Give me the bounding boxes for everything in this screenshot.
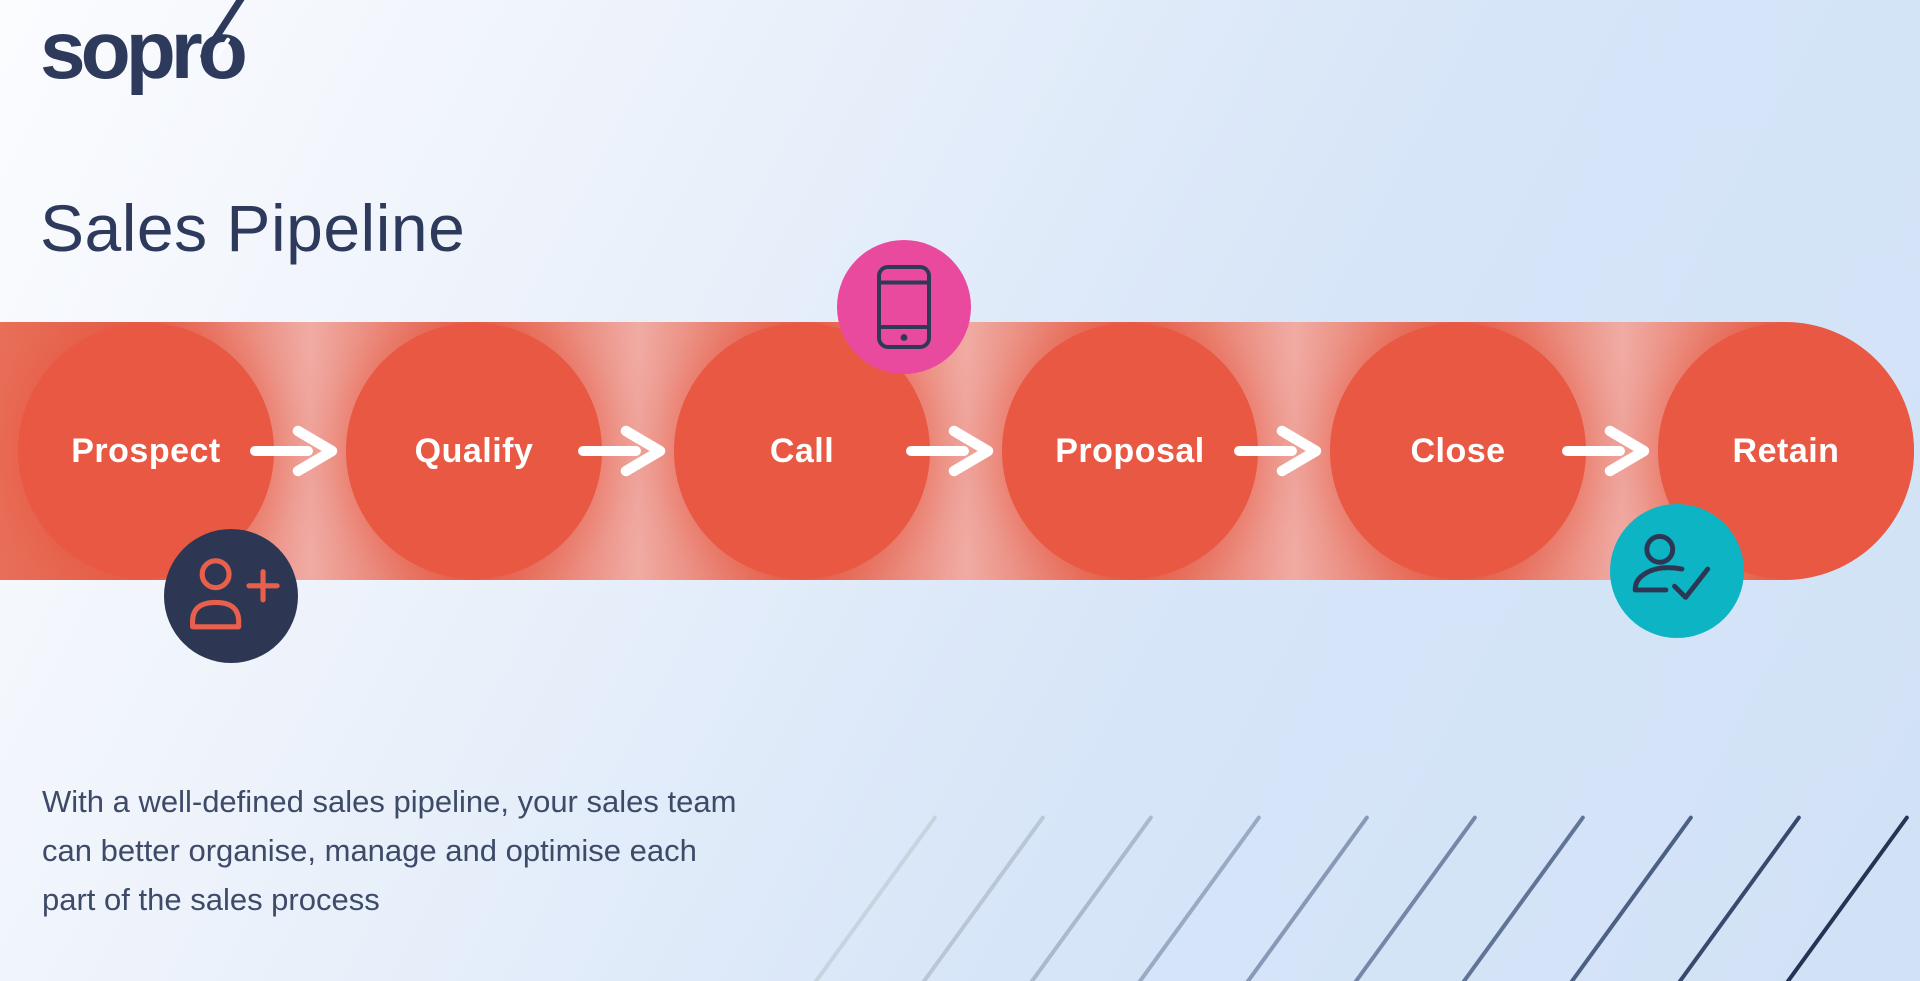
- diagonal-line: [1129, 814, 1262, 981]
- arrow-right-icon: [1562, 423, 1654, 479]
- page-title: Sales Pipeline: [40, 191, 466, 266]
- diagonal-line: [1345, 814, 1478, 981]
- diagonal-line: [1021, 814, 1154, 981]
- logo-rocket-o-icon: o: [198, 4, 248, 98]
- prospect-badge: [164, 529, 298, 663]
- retain-badge: [1610, 504, 1744, 638]
- stage-label: Close: [1410, 431, 1506, 470]
- stage-label: Proposal: [1055, 431, 1205, 470]
- diagonal-line: [913, 814, 1046, 981]
- stage-circle-proposal: Proposal: [1002, 323, 1258, 579]
- arrow-right-icon: [250, 423, 342, 479]
- stage-circle-qualify: Qualify: [346, 323, 602, 579]
- person-plus-icon: [190, 558, 280, 630]
- logo-text: sopr: [40, 5, 203, 96]
- arrow-right-icon: [1234, 423, 1326, 479]
- sopro-logo: sopro: [40, 4, 248, 98]
- diagonal-line: [1777, 814, 1910, 981]
- diagonal-line: [1237, 814, 1370, 981]
- diagonal-line: [805, 814, 938, 981]
- stage-label: Qualify: [414, 431, 534, 470]
- diagonal-line: [1561, 814, 1694, 981]
- stage-circle-close: Close: [1330, 323, 1586, 579]
- arrow-right-icon: [906, 423, 998, 479]
- arrow-right-icon: [578, 423, 670, 479]
- diagonal-line: [1669, 814, 1802, 981]
- person-check-icon: [1632, 533, 1711, 600]
- call-badge: [837, 240, 971, 374]
- pipeline-band: Prospect Qualify Call Proposal Close Ret…: [0, 322, 1914, 580]
- stage-label: Call: [769, 431, 835, 470]
- phone-icon: [877, 265, 931, 349]
- diagonal-line: [1453, 814, 1586, 981]
- description-text: With a well-defined sales pipeline, your…: [42, 784, 737, 917]
- stage-label: Prospect: [71, 431, 221, 470]
- stage-label: Retain: [1732, 431, 1840, 470]
